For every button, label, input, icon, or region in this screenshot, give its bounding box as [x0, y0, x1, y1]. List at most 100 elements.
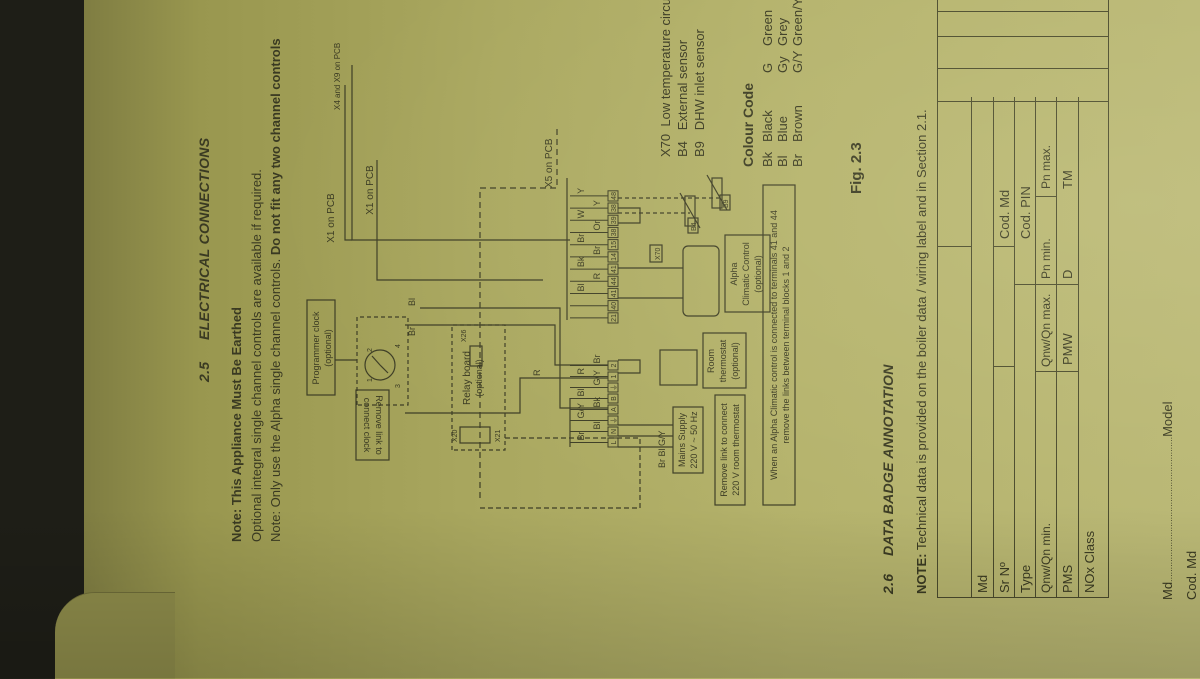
- footer-dots: ........................................…: [1164, 436, 1174, 582]
- alpha-control-label-2: Climatic Control: [741, 242, 751, 306]
- cell-tm: TM: [1060, 170, 1075, 189]
- wire-x5-dashed: [479, 125, 558, 498]
- note-label: NOTE:: [914, 553, 929, 594]
- legend-code: B9: [692, 141, 707, 157]
- room-thermostat-label-2: thermostat: [718, 339, 728, 382]
- clock-terminal-3: 3: [395, 384, 402, 388]
- room-thermostat-label: Room: [706, 349, 716, 373]
- wire-colour-label: Bk: [592, 396, 602, 407]
- footer-md: Md: [1160, 581, 1175, 600]
- note-text: Technical data is provided on the boiler…: [914, 109, 929, 554]
- colour-code-a: Br: [790, 154, 805, 167]
- colour-code-c: Gy: [775, 56, 790, 73]
- terminal-label: ⏚: [610, 384, 618, 391]
- b9-label: B9: [723, 199, 730, 208]
- terminal-label: 44: [611, 277, 618, 285]
- book-spine-shadow: [0, 0, 84, 678]
- data-badge-table: Md Sr Nº Cod. Md Type Cod. PIN Qnw/Qn mi…: [937, 0, 1109, 598]
- terminal-label: B: [611, 396, 618, 401]
- relay-board-label: Relay board: [462, 351, 473, 405]
- wire-br-clock: [405, 324, 608, 366]
- colour-code-title: Colour Code: [740, 83, 756, 167]
- cell-sr: Sr Nº: [997, 562, 1012, 593]
- x70-box: [649, 244, 663, 263]
- x70-label: X70: [655, 247, 662, 260]
- wire-colour-label: Br: [592, 354, 602, 363]
- colour-code-a: Bl: [775, 155, 790, 167]
- wire-thermostat-link: [618, 359, 641, 374]
- colour-code-c: G: [760, 62, 775, 73]
- clock-terminal-2: 2: [367, 348, 374, 352]
- b4-label: B4: [691, 222, 698, 231]
- room-thermostat-box: [702, 332, 747, 389]
- terminal-label: 1: [611, 374, 618, 378]
- wire-bl: [420, 307, 608, 409]
- wire-relay-dashed: [480, 437, 641, 509]
- mains-supply-label-2: 220 V ~ 50 Hz: [689, 411, 699, 469]
- clock-terminal-1: 1: [367, 378, 374, 382]
- terminal-label: L: [611, 440, 618, 444]
- remove-link-clock-box: [355, 389, 390, 461]
- alpha-control-device-icon: [682, 245, 720, 317]
- wire-colour-label: Br: [576, 431, 586, 440]
- terminal-label: 21: [611, 314, 618, 322]
- legend-code: B4: [675, 141, 690, 157]
- b9-box: [719, 194, 731, 211]
- footer-model-line: Md......................................…: [1160, 401, 1175, 600]
- terminal-label: 39: [611, 216, 618, 224]
- wire-colour-label: Bk: [576, 256, 586, 267]
- wire-x4-x9: [351, 65, 570, 241]
- x21-label: X21: [495, 429, 502, 442]
- remove-link-thermostat-box: [714, 394, 746, 506]
- wire-colour-label: W: [576, 209, 586, 218]
- legend-desc: Low temperature circuit: [658, 0, 673, 127]
- mains-wires-label: Br Bl G/Y: [657, 430, 667, 468]
- terminal-label: N: [611, 429, 618, 434]
- cell-qmax: Qnw/Qn max.: [1039, 293, 1053, 367]
- terminal-label: 40: [611, 302, 618, 310]
- terminal-label: 41: [611, 290, 618, 298]
- x1-pcb-label-a: X1 on PCB: [326, 193, 337, 243]
- terminal-label: 2: [611, 363, 618, 367]
- colour-code-a: Bk: [760, 151, 775, 167]
- cell-d: D: [1060, 269, 1075, 279]
- wire-x4-x9-branch: [344, 85, 352, 241]
- remove-link-clock-label-2: connect clock: [362, 398, 372, 453]
- thermostat-switch-box: [659, 349, 698, 386]
- alpha-note-box: [762, 184, 796, 506]
- wire-x1-a: [376, 160, 543, 281]
- wire-br-label: Br: [407, 327, 417, 336]
- figure-caption: Fig. 2.3: [848, 142, 865, 194]
- programmer-clock-box: [306, 299, 336, 396]
- alpha-control-label: Alpha: [729, 262, 739, 285]
- wire-alpha-link: [618, 267, 683, 299]
- b4-box: [687, 217, 699, 234]
- cell-pmin: Pn min.: [1039, 238, 1053, 279]
- mains-supply-label: Mains Supply: [677, 412, 687, 467]
- cell-pmax: Pn max.: [1039, 144, 1053, 189]
- alpha-note-label-2: remove the links between terminal blocks…: [781, 246, 791, 443]
- cell-cod-md: Cod. Md: [997, 189, 1012, 239]
- room-thermostat-label-3: (optional): [730, 342, 740, 380]
- colour-code-c: G/Y: [790, 50, 805, 73]
- x20-label: X20: [452, 429, 459, 442]
- legend-row: X70 Low temperature circuit: [658, 0, 673, 157]
- b9-sensor-icon: [711, 177, 723, 209]
- remove-link-clock-label: Remove link to: [374, 395, 384, 455]
- legend-desc: DHW inlet sensor: [692, 29, 707, 131]
- wire-colour-label: Or: [592, 220, 602, 230]
- remove-link-thermostat-label-2: 220 V room thermostat: [731, 404, 741, 496]
- wire-r-label: R: [532, 369, 542, 376]
- b4-sensor-icon: [684, 195, 696, 227]
- colour-code-b: Blue: [775, 115, 790, 142]
- cell-pmw: PMW: [1060, 333, 1075, 365]
- x26-label: X26: [461, 329, 468, 342]
- cell-type: Type: [1018, 564, 1033, 593]
- wire-colour-label: Y: [576, 188, 586, 194]
- x5-pcb-label: X5 on PCB: [544, 138, 555, 188]
- legend-code: X70: [658, 133, 673, 157]
- terminal-label: A: [611, 407, 618, 412]
- wire-colour-label: G/Y: [576, 403, 586, 419]
